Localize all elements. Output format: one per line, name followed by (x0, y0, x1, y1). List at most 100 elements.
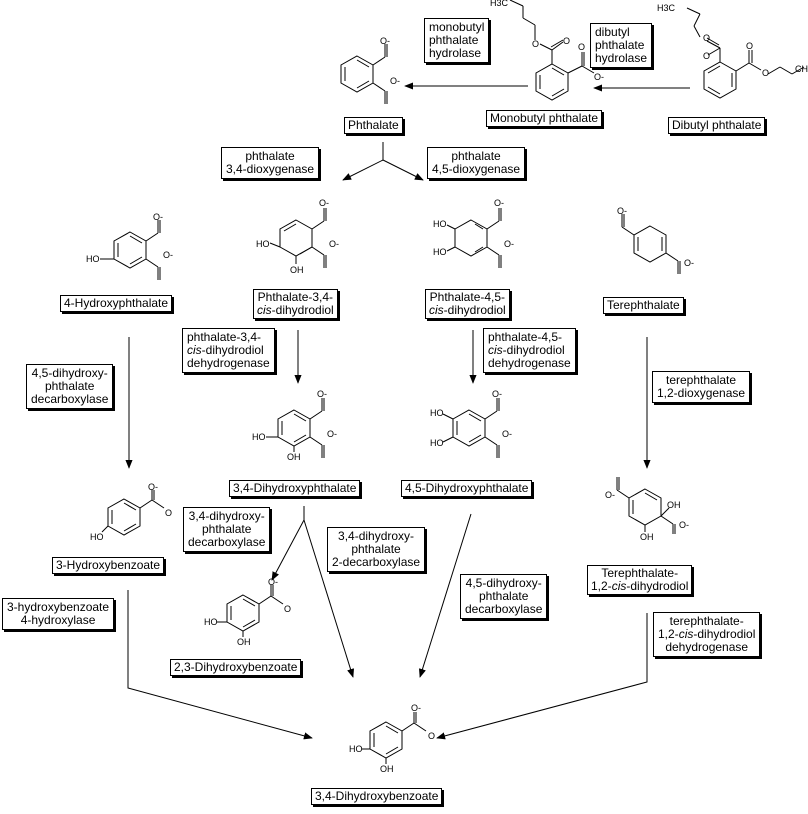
enzyme-dhp34-decarboxylase: 3,4-dihydroxy- phthalate decarboxylase (183, 507, 271, 552)
label-34-dhb-text: 3,4-Dihydroxybenzoate (315, 789, 439, 803)
enzyme-p34-dehydrogenase: phthalate-3,4- cis-dihydrodiol dehydroge… (182, 328, 275, 373)
enzyme-terephthalate-dioxygenase: terephthalate 1,2-dioxygenase (652, 371, 751, 403)
dhb34-oh: OH (380, 764, 394, 774)
p34-diol-ominus-2: O- (329, 239, 339, 249)
enzyme-3hb-hydroxylase: 3-hydroxybenzoate 4-hydroxylase (2, 598, 115, 630)
enz-d45d-1: 4,5-dihydroxy- (465, 576, 542, 590)
hb3-structure (101, 490, 165, 536)
dhp45-ho-2: HO (430, 438, 444, 448)
dibutyl-phthalate-structure (686, 7, 805, 99)
enz-p45dh-cis: cis (488, 343, 503, 357)
dhb34-ho: HO (349, 744, 363, 754)
label-phthalate-text: Phthalate (348, 118, 399, 132)
label-tere-diol-prefix: 1,2- (591, 579, 612, 593)
dhp45-ominus-1: O- (492, 389, 502, 399)
arrow-phthalate-to-45-dihydrodiol (382, 159, 424, 181)
enz-p34dh-2: cis-dihydrodiol (187, 344, 270, 357)
enz-mbh-3: hydrolase (429, 46, 482, 60)
enzyme-dibutyl-hydrolase: dibutyl phthalate hydrolase (590, 23, 653, 68)
p45-diol-ho-1: HO (433, 219, 447, 229)
arrow-34-dhp-to-23-dhb (271, 519, 305, 581)
enz-d34d-2: phthalate (202, 522, 252, 536)
p45-diol-ominus-1: O- (494, 198, 504, 208)
label-tere-diol-line1: Terephthalate- (601, 566, 679, 580)
enz-hbh-2: 4-hydroxylase (20, 613, 96, 627)
tere-diol-ominus-1: O- (605, 490, 615, 500)
label-phthalate-34-dihydrodiol: Phthalate-3,4- cis-dihydrodiol (253, 289, 338, 319)
enz-td-1: terephthalate (666, 373, 737, 387)
monobutyl-o-label-2: O (563, 36, 570, 46)
enz-p34dh-diol: -dihydrodiol (201, 343, 264, 357)
enz-d34d-3: decarboxylase (188, 535, 266, 549)
dibutyl-h3c-label: H3C (657, 3, 676, 13)
enzyme-tere-diol-dehydrogenase: terephthalate- 1,2-cis-dihydrodiol dehyd… (653, 612, 761, 657)
hydroxyphthalate-structure (100, 220, 161, 280)
terephthalate-ominus-1: O- (617, 206, 627, 216)
label-phthalate: Phthalate (344, 117, 403, 134)
dhb34-o: O (428, 731, 435, 741)
enz-mbh-1: monobutyl (429, 20, 485, 34)
enz-p34dh-1: phthalate-3,4- (187, 330, 262, 344)
enz-tdh-2: 1,2-cis-dihydrodiol (658, 628, 755, 641)
p45-dihydrodiol-structure (446, 208, 502, 268)
tere-diol-oh-1: OH (667, 500, 681, 510)
enz-tdh-prefix: 1,2- (658, 627, 679, 641)
label-p45-suffix: -dihydrodiol (443, 303, 506, 317)
label-34-dihydroxybenzoate: 3,4-Dihydroxybenzoate (311, 788, 443, 805)
phthalate-structure (340, 44, 388, 104)
enz-hpd-3: decarboxylase (31, 392, 109, 406)
enzyme-dhp45-decarboxylase: 4,5-dihydroxy- phthalate decarboxylase (460, 574, 548, 619)
dhp45-structure (442, 398, 500, 458)
enz-p45d-1: phthalate (451, 149, 501, 163)
label-tere-diol-suffix: -dihydrodiol (626, 579, 689, 593)
enz-d342d-2: phthalate (351, 542, 401, 556)
label-p45-cis: cis (429, 303, 444, 317)
label-p34-cis: cis (257, 303, 272, 317)
enz-tdh-cis: cis (678, 627, 694, 641)
enz-p34d-2: 3,4-dioxygenase (226, 162, 315, 176)
arrow-phthalate-to-34-dihydrodiol (342, 159, 384, 181)
enzyme-phthalate-34-dioxygenase: phthalate 3,4-dioxygenase (221, 147, 320, 179)
enz-p34dh-cis: cis (187, 343, 202, 357)
enz-tdh-diol: -dihydrodiol (693, 627, 756, 641)
enz-hbh-1: 3-hydroxybenzoate (7, 600, 110, 614)
dibutyl-ch3-label: CH₃ (795, 64, 808, 74)
arrow-34-dhp-to-34-dhb (303, 519, 355, 678)
dhp34-ominus-2: O- (327, 429, 337, 439)
enz-p34dh-3: dehydrogenase (187, 356, 270, 370)
label-tere-diol-cis: cis (611, 579, 627, 593)
dhp34-oh: OH (287, 452, 301, 462)
label-34-dhp-text: 3,4-Dihydroxyphthalate (233, 481, 357, 495)
dhb34-structure (362, 712, 427, 764)
enz-td-2: 1,2-dioxygenase (657, 386, 746, 400)
dhp34-ominus-1: O- (317, 389, 327, 399)
p34-diol-ho: HO (256, 239, 270, 249)
hb3-ominus: O- (148, 482, 158, 492)
enz-p45dh-3: dehydrogenase (488, 356, 571, 370)
enzyme-hp-decarboxylase: 4,5-dihydroxy- phthalate decarboxylase (26, 364, 114, 409)
label-p45-line2: cis-dihydrodiol (429, 304, 506, 317)
label-3-hydroxybenzoate: 3-Hydroxybenzoate (52, 557, 165, 574)
dhp34-ho: HO (252, 432, 266, 442)
hydroxyphthalate-ominus-2: O- (163, 250, 173, 260)
p45-diol-ominus-2: O- (504, 239, 514, 249)
enzyme-dhp34-2-decarboxylase: 3,4-dihydroxy- phthalate 2-decarboxylase (327, 527, 426, 572)
dhp34-structure (266, 398, 325, 458)
label-23-dihydroxybenzoate: 2,3-Dihydroxybenzoate (170, 659, 302, 676)
dhb23-o: O (284, 604, 291, 614)
label-monobutyl-phthalate-text: Monobutyl phthalate (490, 111, 599, 125)
p34-diol-ominus-1: O- (319, 198, 329, 208)
monobutyl-o-label-1: O (532, 39, 539, 49)
arrow-3hb-to-34-dhb (127, 590, 313, 740)
label-p34-line2: cis-dihydrodiol (257, 304, 334, 317)
enz-d342d-1: 3,4-dihydroxy- (338, 529, 415, 543)
label-4-hydroxyphthalate: 4-Hydroxyphthalate (60, 295, 173, 312)
reaction-arrows (125, 82, 690, 740)
phthalate-ominus-2: O- (390, 76, 400, 86)
p34-diol-oh: OH (290, 265, 304, 275)
hb3-o: O (165, 508, 172, 518)
label-4-hydroxyphthalate-text: 4-Hydroxyphthalate (64, 296, 169, 310)
enz-p45d-2: 4,5-dioxygenase (432, 162, 521, 176)
